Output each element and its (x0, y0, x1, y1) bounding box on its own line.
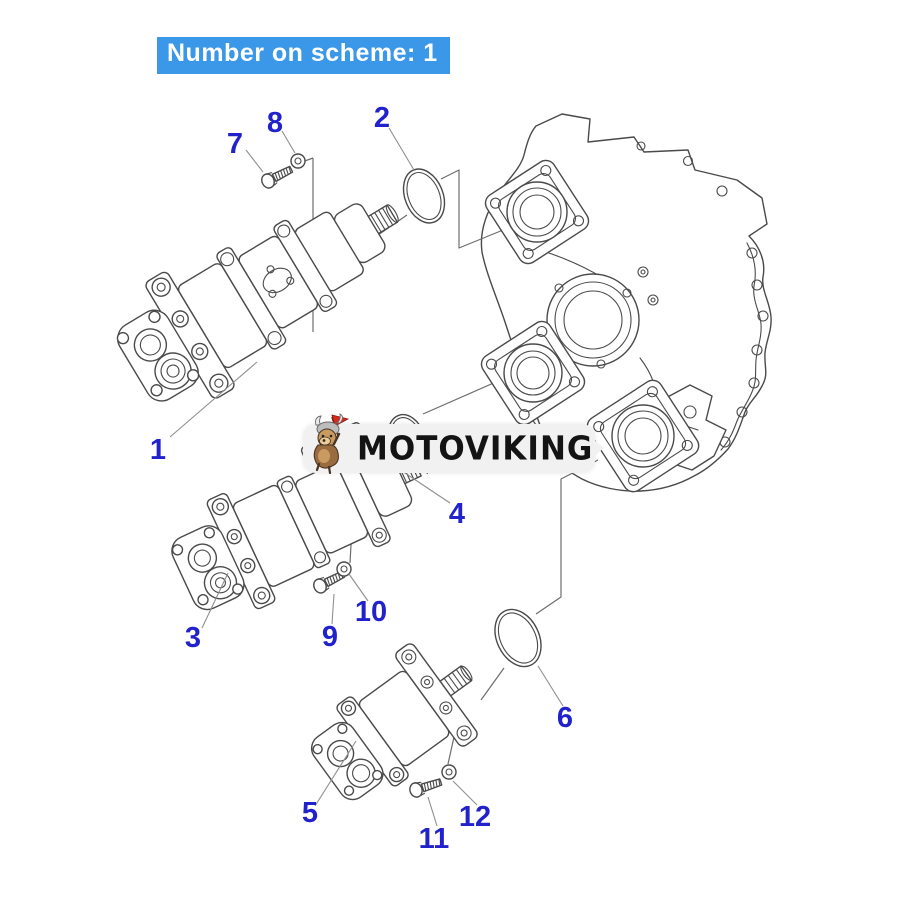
callout-6: 6 (557, 702, 573, 734)
callout-7: 7 (227, 128, 243, 160)
case-face-bolts (637, 266, 659, 306)
washer-10 (336, 561, 352, 577)
washer-12 (441, 764, 457, 780)
callout-3: 3 (185, 622, 201, 654)
washer-8 (290, 153, 306, 169)
scheme-number-banner: Number on scheme: 1 (157, 37, 450, 74)
assembly-line-pump5 (480, 459, 599, 701)
watermark-text: MOTOVIKING (357, 430, 594, 468)
o-ring-6 (494, 608, 542, 668)
callout-2: 2 (374, 102, 390, 134)
callout-8: 8 (267, 107, 283, 139)
callout-1: 1 (150, 434, 166, 466)
bolt-11 (409, 778, 443, 798)
viking-mascot-icon (313, 413, 350, 474)
gear-pump-1 (116, 203, 399, 402)
callout-4: 4 (449, 498, 465, 530)
case-centre-opening (546, 273, 640, 369)
gear-pump-5 (310, 643, 478, 801)
callout-11: 11 (419, 823, 450, 855)
callout-numbers: 1 2 3 4 5 6 7 8 9 10 11 12 (150, 102, 573, 855)
motoviking-watermark: MOTOVIKING (303, 413, 604, 474)
callout-9: 9 (322, 621, 338, 653)
leader-lines (169, 127, 564, 827)
transmission-case (301, 113, 772, 765)
callout-12: 12 (459, 801, 491, 833)
o-ring-2 (402, 168, 446, 224)
callout-5: 5 (302, 797, 318, 829)
bolt-7 (261, 165, 294, 189)
callout-10: 10 (355, 596, 387, 628)
case-rim-holes (636, 141, 769, 448)
